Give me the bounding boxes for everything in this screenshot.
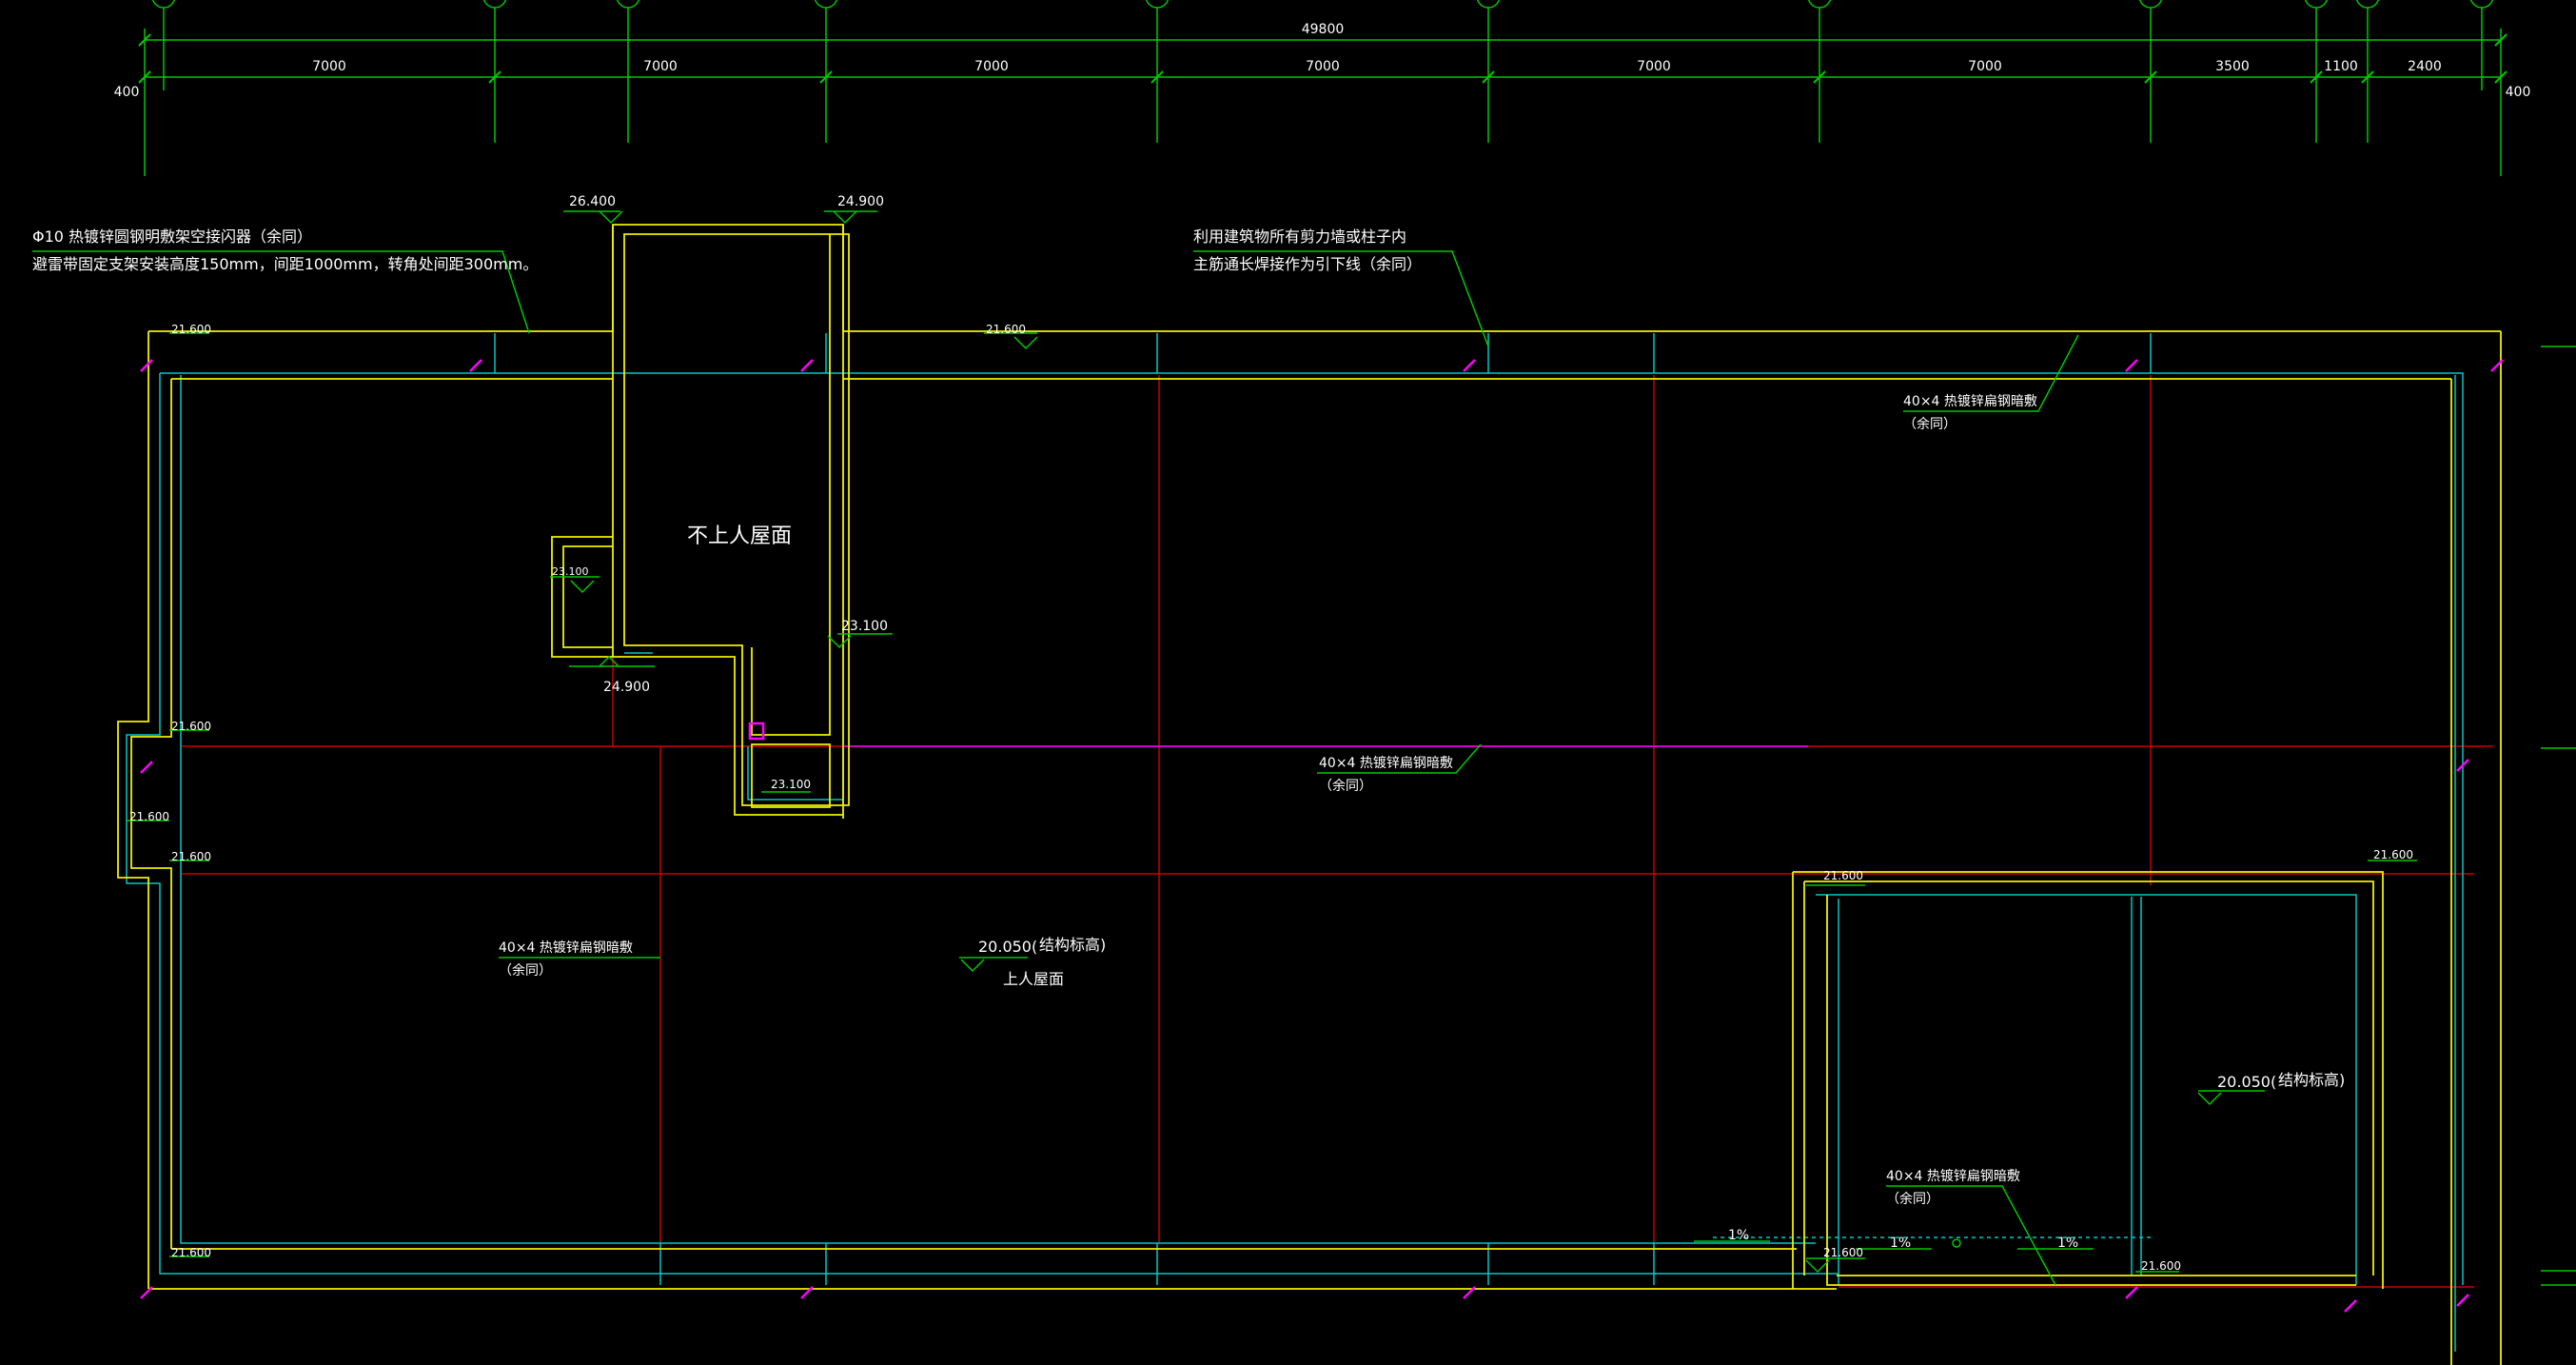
dim-span-5: 7000 [1637, 59, 1671, 74]
elev-tower-bottom: 24.900 [603, 680, 650, 695]
dim-span-3: 7000 [974, 59, 1009, 74]
elev-tower-left-top: 26.400 [569, 194, 616, 209]
roof-elevation-main: 20.050( [978, 938, 1037, 956]
axis-bubbles [151, 0, 2494, 9]
lightning-mesh [181, 375, 2493, 1288]
roof-elevation-right: 20.050( [2217, 1073, 2276, 1091]
elev-tower-bottom-box: 23.100 [771, 778, 811, 791]
note-downlead-line1: 利用建筑物所有剪力墙或柱子内 [1193, 228, 1406, 246]
struct-elev-label-2: 结构标高) [2278, 1071, 2345, 1089]
note-flat-steel-3: 40×4 热镀锌扁钢暗敷 [499, 940, 633, 956]
slope-label-2: 1% [1890, 1236, 1911, 1251]
dim-span-7: 3500 [2215, 59, 2250, 74]
elev-parapet-left-bump: 21.600 [129, 810, 169, 823]
note-flat-steel-4b: （余同） [1886, 1191, 1939, 1207]
elev-parapet-bottom-right: 21.600 [2141, 1259, 2181, 1273]
struct-elev-label-1: 结构标高) [1039, 936, 1106, 954]
roof-label-non-accessible: 不上人屋面 [687, 524, 792, 548]
structure-walls [126, 333, 2464, 1352]
note-flat-steel-1: 40×4 热镀锌扁钢暗敷 [1903, 393, 2037, 409]
dim-span-4: 7000 [1306, 59, 1340, 74]
elev-parapet-bottom-mid: 21.600 [1823, 1246, 1863, 1259]
dim-span-6: 7000 [1968, 59, 2002, 74]
dim-right-edge: 400 [2506, 85, 2531, 100]
elev-parapet-bottom-left: 21.600 [171, 1246, 211, 1259]
slope-label-1: 1% [1728, 1228, 1749, 1243]
note-flat-steel-2: 40×4 热镀锌扁钢暗敷 [1319, 755, 1453, 771]
dim-left-edge: 400 [114, 85, 140, 100]
parapet-lines [117, 224, 2502, 1365]
elev-tower-right-mid: 23.100 [841, 619, 888, 634]
note-flat-steel-4: 40×4 热镀锌扁钢暗敷 [1886, 1168, 2020, 1184]
elev-parapet-top-left: 21.600 [171, 323, 211, 336]
downlead-markers [140, 359, 2504, 1313]
roof-label-accessible: 上人屋面 [1003, 970, 1064, 988]
note-flat-steel-2b: （余同） [1319, 778, 1372, 794]
dim-span-1: 7000 [312, 59, 346, 74]
elev-parapet-left-mid: 21.600 [171, 720, 211, 733]
note-downlead-line2: 主筋通长焊接作为引下线（余同） [1193, 255, 1422, 273]
dim-overall: 49800 [1302, 22, 1345, 37]
note-flat-steel-1b: （余同） [1903, 416, 1957, 432]
dim-span-8: 1100 [2324, 59, 2358, 74]
dim-span-9: 2400 [2408, 59, 2442, 74]
annotation-leaders [32, 210, 2417, 1286]
dim-span-2: 7000 [643, 59, 678, 74]
elev-parapet-right-outer: 21.600 [2373, 848, 2413, 861]
elev-parapet-top-mid: 21.600 [986, 323, 1026, 336]
slope-label-3: 1% [2057, 1236, 2078, 1251]
note-air-terminal-line1: Φ10 热镀锌圆钢明敷架空接闪器（余同） [32, 228, 312, 246]
elev-parapet-right-inner: 21.600 [1823, 869, 1863, 882]
elev-tower-notch: 23.100 [552, 565, 589, 578]
note-air-terminal-line2: 避雷带固定支架安装高度150mm，间距1000mm，转角处间距300mm。 [32, 255, 538, 273]
dimension-system [138, 0, 2576, 1286]
note-flat-steel-3b: （余同） [499, 962, 552, 979]
dimension-labels: 49800 7000 7000 7000 7000 7000 7000 3500… [114, 22, 2531, 100]
elev-parapet-left-low: 21.600 [171, 850, 211, 863]
elev-tower-right-top: 24.900 [837, 194, 884, 209]
